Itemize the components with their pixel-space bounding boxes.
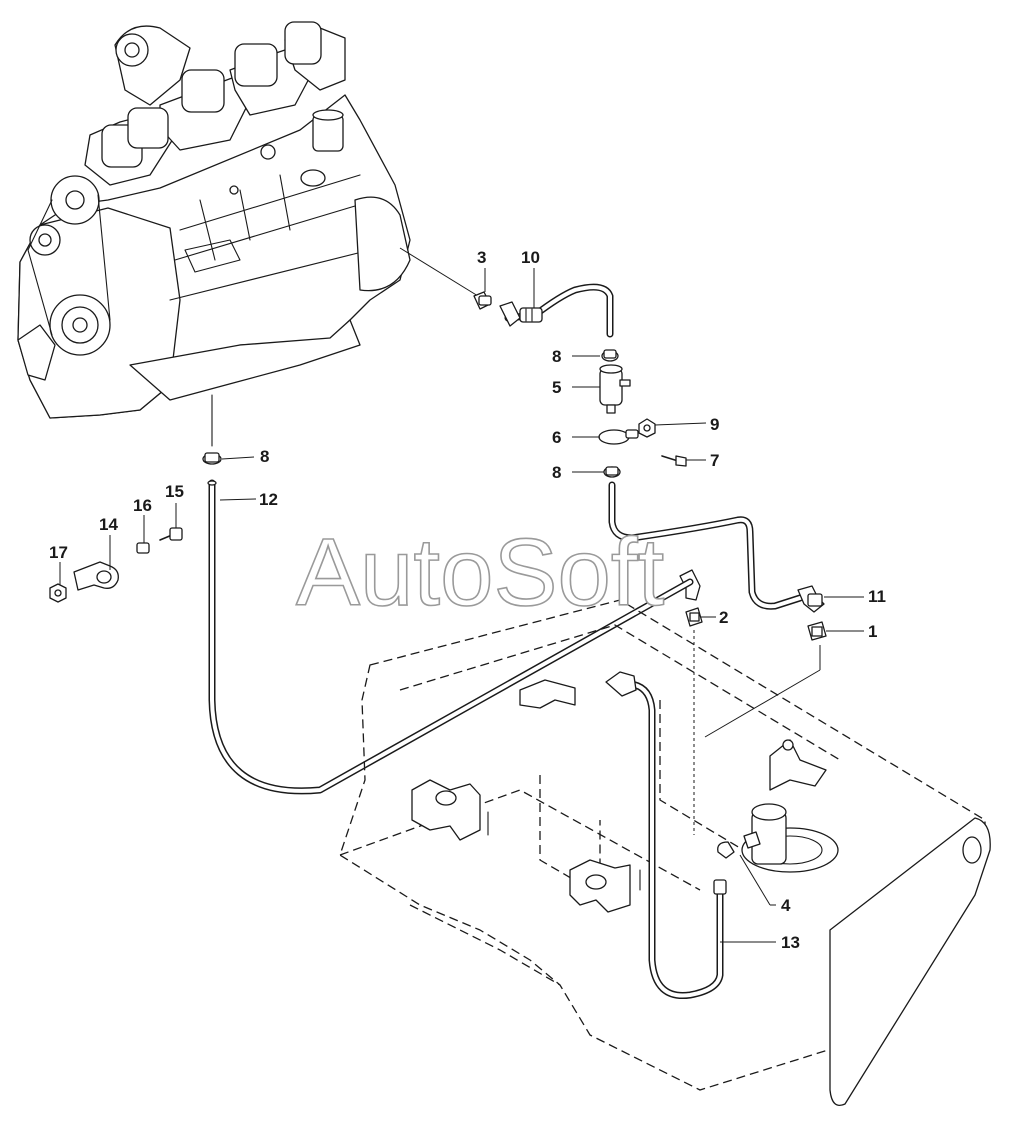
callout-12: 12 — [259, 490, 278, 509]
part-2-fitting — [685, 607, 703, 627]
callout-5: 5 — [552, 378, 561, 397]
callout-11: 11 — [868, 587, 886, 606]
part-8-clamp-left — [202, 394, 222, 465]
part-6-bracket-band — [598, 429, 639, 445]
callout-10: 10 — [521, 248, 540, 267]
callout-7: 7 — [710, 451, 719, 470]
part-8-clamp-upper — [601, 349, 619, 362]
callout-9: 9 — [710, 415, 719, 434]
callout-3: 3 — [477, 248, 486, 267]
engine-leader-line — [399, 247, 479, 297]
part-12-hose — [207, 479, 694, 795]
part-13-hose — [605, 671, 727, 1000]
part-17-nut — [49, 583, 67, 603]
callout-2: 2 — [719, 608, 728, 627]
part-15-screw — [159, 527, 183, 541]
callout-6: 6 — [552, 428, 561, 447]
callout-leaders — [59, 268, 864, 943]
guide-line-1b — [704, 669, 821, 738]
callout-4: 4 — [781, 896, 791, 915]
callout-8-left: 8 — [260, 447, 269, 466]
hose-filter-to-tank — [608, 481, 804, 610]
part-9-nut — [638, 418, 656, 438]
part-8-clamp-middle — [603, 466, 621, 478]
watermark-text: AutoSoft — [296, 519, 664, 626]
callout-8-upper: 8 — [552, 347, 561, 366]
callout-15: 15 — [165, 482, 184, 501]
callout-16: 16 — [133, 496, 152, 515]
part-1-fitting — [807, 621, 827, 641]
part-7-bolt — [661, 455, 687, 467]
part-14-clip — [73, 561, 119, 591]
fuel-tank — [339, 599, 991, 1107]
callout-14: 14 — [99, 515, 118, 534]
callout-8-middle: 8 — [552, 463, 561, 482]
engine-assembly — [17, 21, 411, 419]
part-3-fitting — [473, 291, 492, 310]
callout-13: 13 — [781, 933, 800, 952]
part-16-washer — [136, 542, 150, 554]
callout-1: 1 — [868, 622, 877, 641]
part-4-sender-unit — [717, 803, 839, 873]
part-11-elbow-fitting — [797, 585, 825, 613]
callout-17: 17 — [49, 543, 68, 562]
part-5-inline-filter — [599, 364, 631, 414]
part-10-hose — [499, 283, 614, 338]
